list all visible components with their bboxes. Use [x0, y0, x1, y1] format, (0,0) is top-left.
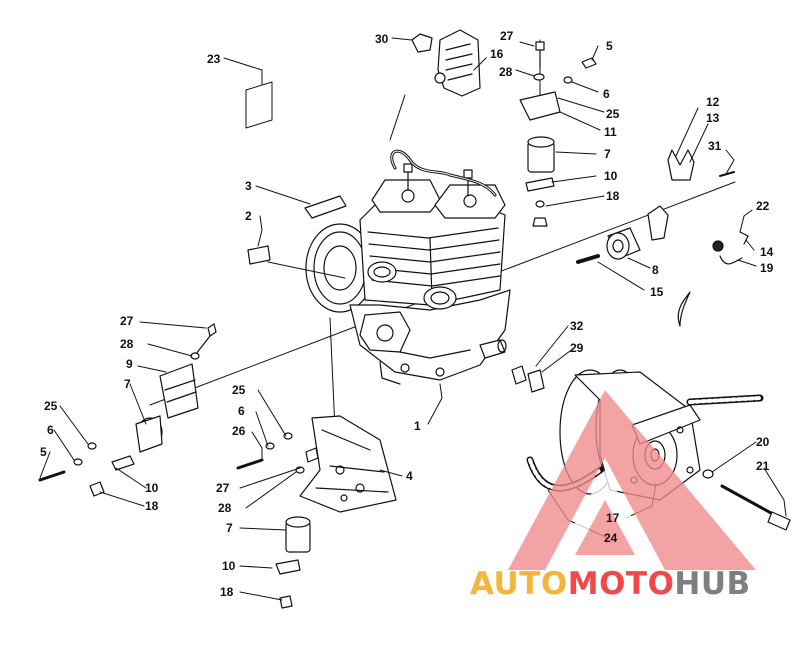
callout-5-left: 5	[40, 445, 47, 459]
callout-9: 9	[126, 357, 133, 371]
callout-2: 2	[245, 209, 252, 223]
callout-28-low: 28	[218, 501, 232, 515]
top-mount-bracket	[411, 29, 481, 97]
watermark-hub: HUB	[674, 566, 751, 602]
leader-lines	[39, 37, 787, 601]
callout-25: 25	[606, 107, 620, 121]
callout-12: 12	[706, 95, 720, 109]
callout-25-mid: 25	[232, 383, 246, 397]
watermark-triangle-icon	[508, 390, 756, 570]
callout-18: 18	[606, 189, 620, 203]
watermark-moto: MOTO	[567, 566, 675, 602]
callout-16: 16	[490, 47, 504, 61]
callout-17: 17	[606, 511, 620, 525]
callout-27: 27	[500, 29, 514, 43]
callout-14: 14	[760, 245, 774, 259]
callout-23: 23	[207, 52, 221, 66]
callout-7: 7	[604, 147, 611, 161]
callout-28-left: 28	[120, 337, 134, 351]
callout-21: 21	[756, 459, 770, 473]
watermark-wordmark: AUTOMOTOHUB	[470, 566, 800, 602]
callout-15: 15	[650, 285, 664, 299]
engine-block	[305, 149, 511, 385]
callout-31: 31	[708, 139, 722, 153]
callout-13: 13	[706, 111, 720, 125]
watermark-auto: AUTO	[470, 566, 568, 602]
callout-30: 30	[375, 32, 389, 46]
callout-6: 6	[603, 87, 610, 101]
callout-5: 5	[606, 39, 613, 53]
callout-18-low: 18	[220, 585, 234, 599]
callout-20: 20	[756, 435, 770, 449]
callout-11: 11	[604, 125, 617, 139]
callout-18-left: 18	[145, 499, 159, 513]
callout-24: 24	[604, 531, 618, 545]
callout-10-low: 10	[222, 559, 236, 573]
callout-29: 29	[570, 341, 584, 355]
callout-25-left: 25	[44, 399, 58, 413]
callout-1: 1	[414, 419, 421, 433]
callout-6-left: 6	[47, 423, 54, 437]
callout-7-low: 7	[226, 521, 233, 535]
label-parts	[245, 81, 347, 265]
callout-27-left: 27	[120, 314, 134, 328]
callout-8: 8	[652, 263, 659, 277]
callout-7-left: 7	[124, 377, 131, 391]
callout-10-left: 10	[145, 481, 159, 495]
right-mount-bracket	[576, 149, 749, 327]
callout-26: 26	[232, 424, 246, 438]
callout-22: 22	[756, 199, 770, 213]
upper-mount-stack	[519, 41, 597, 227]
callout-19: 19	[760, 261, 774, 275]
callout-10: 10	[604, 169, 618, 183]
callout-6-mid: 6	[238, 404, 245, 418]
left-mount-stack	[38, 323, 217, 497]
lower-mount-bracket	[236, 415, 397, 609]
callout-32: 32	[570, 319, 584, 333]
callout-27-low: 27	[216, 481, 230, 495]
callout-4: 4	[406, 469, 413, 483]
callout-28: 28	[499, 65, 513, 79]
callout-3: 3	[245, 179, 252, 193]
